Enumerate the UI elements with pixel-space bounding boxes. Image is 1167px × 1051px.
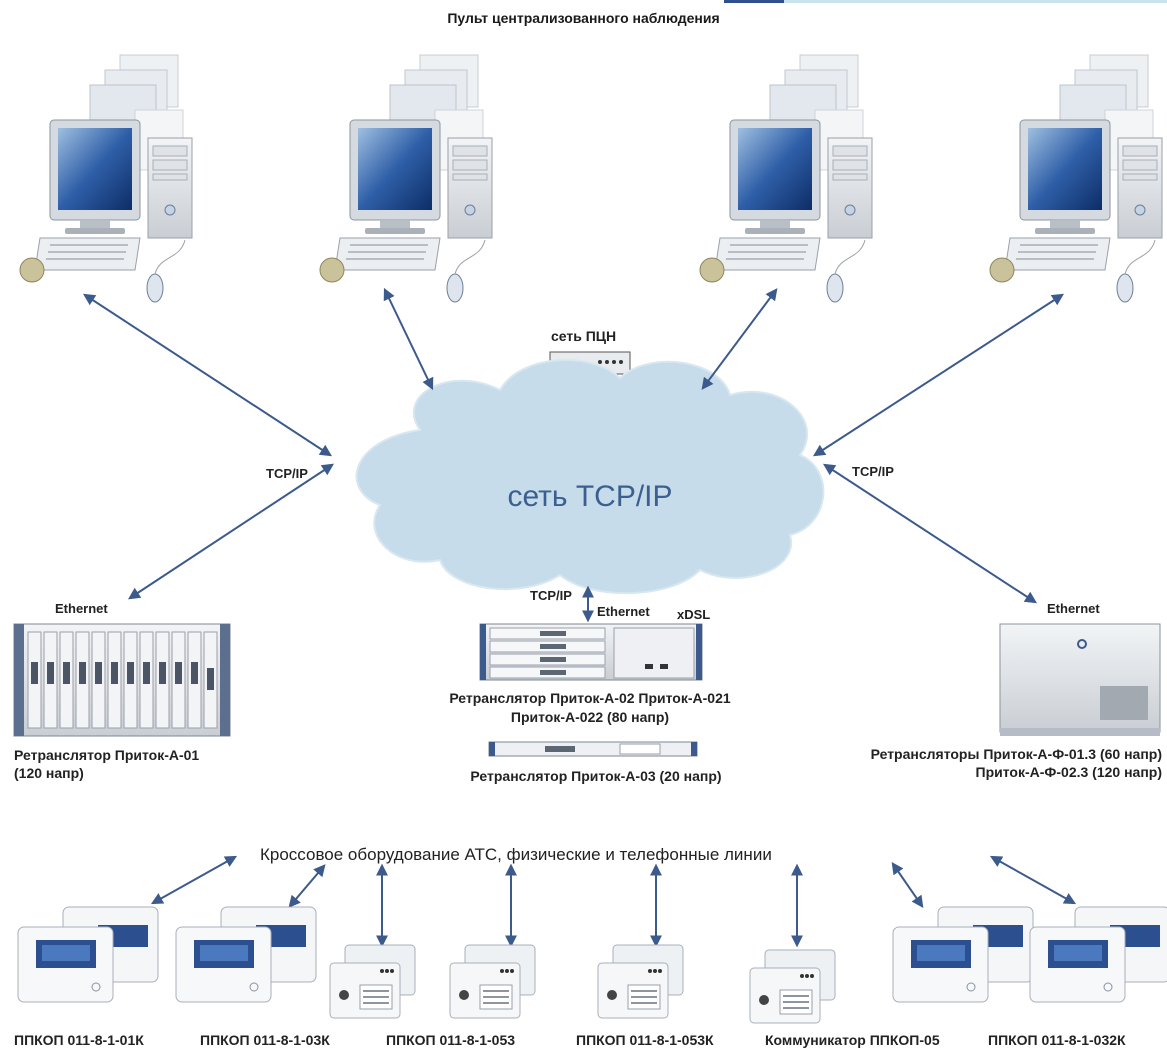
retranslator-center-caption-1: Ретранслятор Приток-А-02 Приток-А-021	[449, 690, 731, 706]
device-ppkop-053	[329, 944, 416, 1019]
device-ppkop-032k	[1029, 906, 1167, 1003]
workstation-2	[319, 54, 493, 303]
arrow-ws2-cloud	[383, 287, 434, 391]
cross-equipment-label: Кроссовое оборудование АТС, физические и…	[260, 845, 772, 864]
device-label-4: ППКОП 011-8-1-053К	[576, 1032, 714, 1048]
ethernet-label-left: Ethernet	[55, 601, 108, 616]
device-label-3: ППКОП 011-8-1-053	[386, 1032, 516, 1048]
arrow-cloud-left-retranslator	[127, 463, 335, 600]
tcp-ip-cloud	[355, 359, 825, 595]
cloud-label: сеть TCP/IP	[507, 480, 673, 513]
retranslator-center-rack	[479, 623, 703, 681]
device-label-2: ППКОП 011-8-1-03К	[200, 1032, 330, 1048]
pcn-network-label: сеть ПЦН	[551, 328, 617, 344]
ethernet-label-center: Ethernet	[597, 604, 650, 619]
workstation-4	[989, 54, 1163, 303]
device-ppkop-053-a	[449, 944, 536, 1019]
diagram-title: Пульт централизованного наблюдения	[447, 10, 720, 26]
device-communicator-ppkop-05	[749, 949, 836, 1024]
device-label-1: ППКОП 011-8-1-01К	[14, 1032, 144, 1048]
device-ppkop-032k-a	[892, 906, 1034, 1003]
arrow-cloud-right-retranslator	[822, 463, 1038, 604]
retranslator-right-cabinet	[999, 623, 1161, 736]
tcpip-label-left: TCP/IP	[266, 466, 308, 481]
workstation-3	[699, 54, 873, 303]
device-ppkop-01k	[17, 906, 159, 1003]
workstation-1	[19, 54, 193, 303]
arrow-device-1	[150, 855, 238, 905]
device-ppkop-053k	[597, 944, 684, 1019]
retranslator-right-caption-1: Ретрансляторы Приток-А-Ф-01.3 (60 напр)	[870, 746, 1162, 762]
arrow-device-7	[891, 862, 924, 908]
retranslator-left-caption-1: Ретранслятор Приток-А-01	[14, 747, 200, 763]
retranslator-center-caption-2: Приток-А-022 (80 напр)	[510, 709, 670, 725]
xdsl-label: xDSL	[677, 607, 711, 622]
tcpip-label-center: TCP/IP	[530, 588, 572, 603]
arrow-ws4-cloud	[812, 293, 1065, 457]
device-ppkop-03k	[175, 906, 317, 1003]
top-accent-bar-light	[784, 0, 1167, 3]
top-accent-bar-dark	[724, 0, 784, 3]
arrow-device-8	[989, 855, 1077, 905]
retranslator-small-unit	[488, 741, 698, 757]
device-label-5: Коммуникатор ППКОП-05	[765, 1032, 940, 1048]
device-label-6: ППКОП 011-8-1-032К	[988, 1032, 1126, 1048]
retranslator-small-caption: Ретранслятор Приток-А-03 (20 напр)	[470, 768, 722, 784]
ethernet-label-right: Ethernet	[1047, 601, 1100, 616]
arrow-device-2	[288, 864, 326, 908]
retranslator-left-caption-2: (120 напр)	[14, 765, 84, 781]
arrow-ws3-cloud	[701, 288, 778, 390]
retranslator-right-caption-2: Приток-А-Ф-02.3 (120 напр)	[975, 764, 1162, 780]
arrow-ws1-cloud	[82, 293, 333, 457]
retranslator-left-rack	[13, 623, 231, 737]
tcpip-label-right: TCP/IP	[852, 464, 894, 479]
